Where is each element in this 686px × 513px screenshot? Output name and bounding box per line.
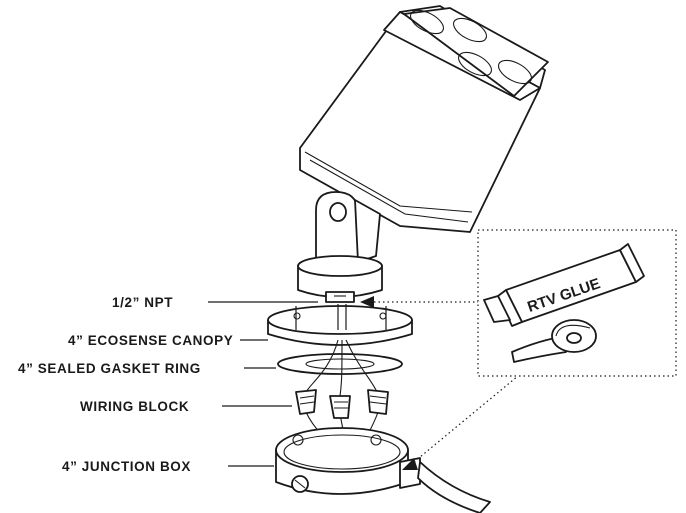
- conduit-arrow: [402, 458, 418, 470]
- wiring-block-label: WIRING BLOCK: [80, 399, 189, 414]
- light-fixture-head: [299, 5, 549, 233]
- knuckle-mount: [315, 191, 381, 263]
- npt-arrow: [360, 296, 374, 308]
- wiring-block: [295, 389, 389, 419]
- lens-plate: [403, 7, 549, 97]
- ecosense-canopy: [267, 304, 413, 346]
- junction-box: [275, 427, 491, 513]
- tape-roll-icon: [511, 319, 597, 363]
- junction-box-label: 4” JUNCTION BOX: [62, 459, 191, 474]
- rtv-inset: RTV GLUE: [477, 229, 677, 377]
- gasket-label: 4” SEALED GASKET RING: [18, 361, 201, 376]
- fixture-base: [297, 255, 383, 303]
- canopy-label: 4” ECOSENSE CANOPY: [68, 333, 233, 348]
- rtv-tube-icon: RTV GLUE: [483, 243, 645, 327]
- npt-label: 1/2” NPT: [112, 295, 173, 310]
- inset-connector-bottom: [413, 375, 519, 463]
- sealed-gasket-ring: [277, 353, 403, 375]
